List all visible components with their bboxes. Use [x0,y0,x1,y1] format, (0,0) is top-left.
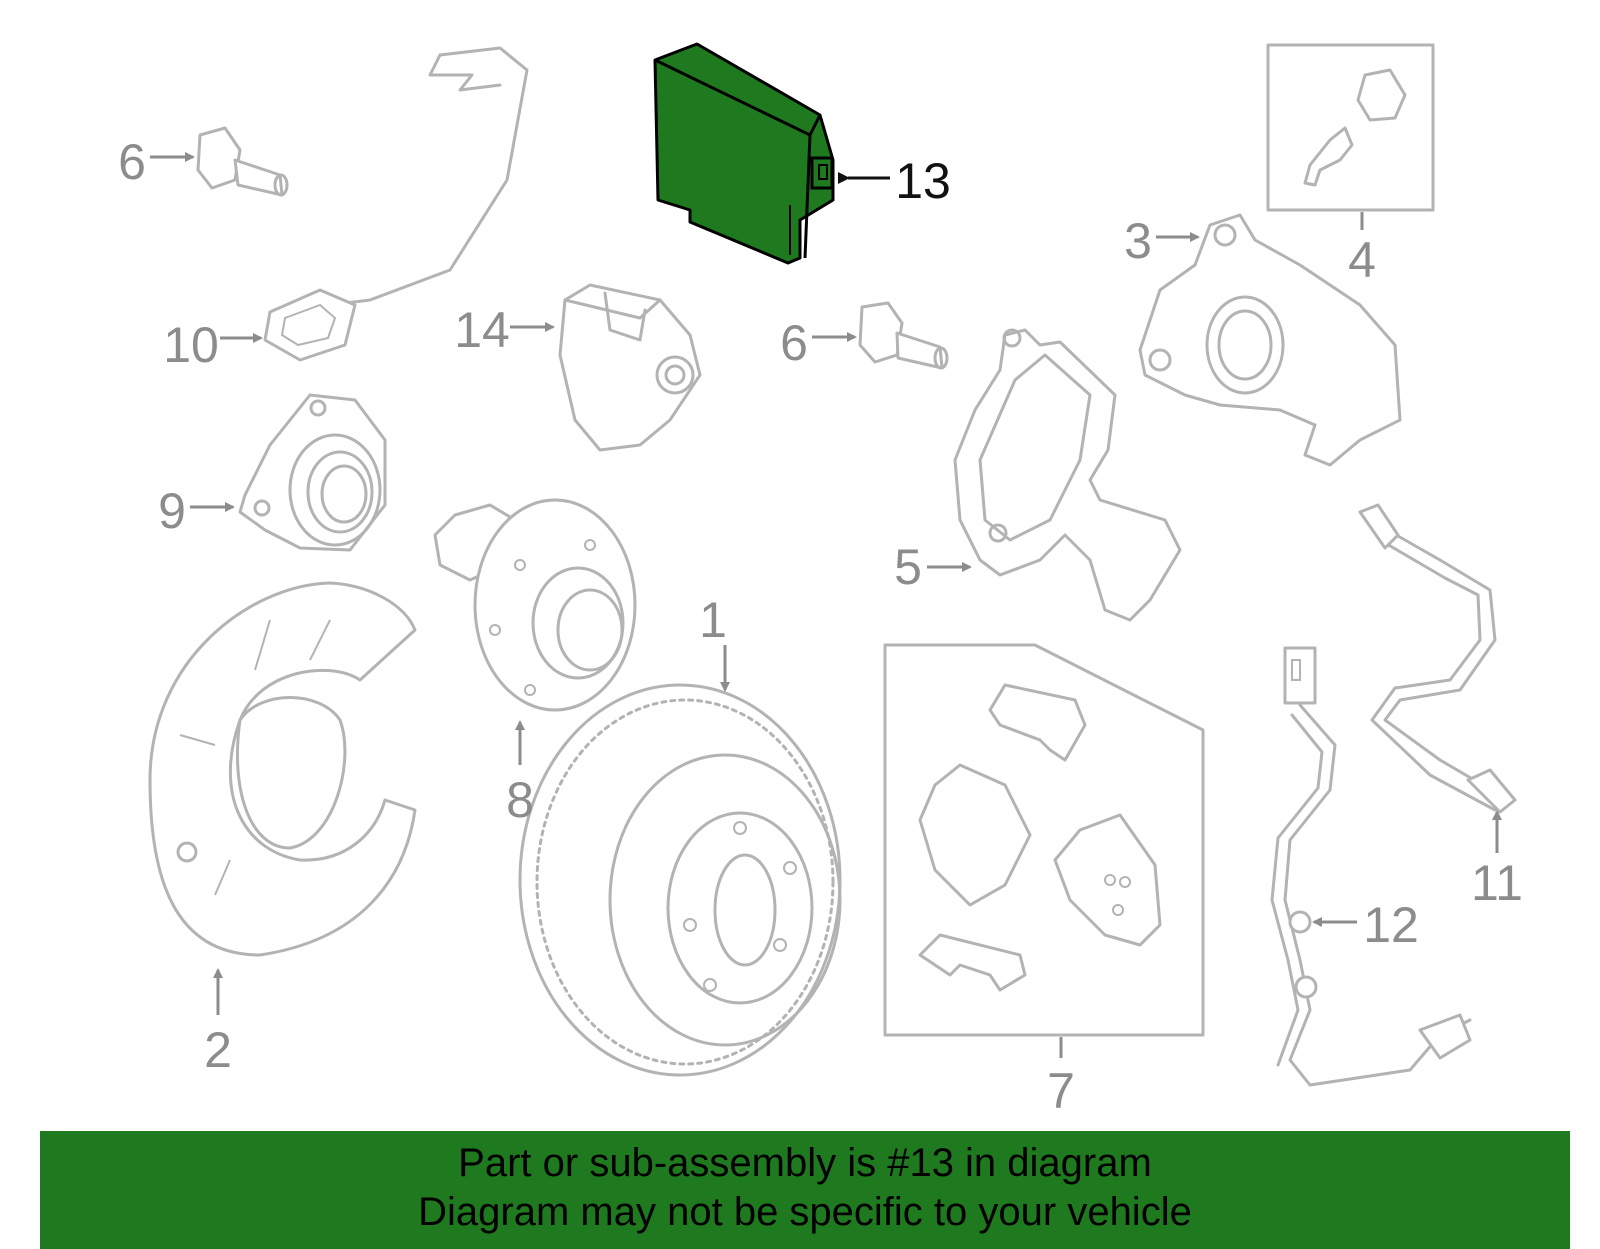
callout-14: 14 [454,302,555,358]
callout-10: 10 [163,317,263,373]
callout-6-left: 6 [118,134,195,190]
banner-line-part-number: Part or sub-assembly is #13 in diagram [458,1141,1152,1185]
callout-12: 12 [1312,897,1419,953]
callout-7: 7 [1047,1037,1075,1119]
svg-text:14: 14 [454,302,510,358]
svg-text:6: 6 [780,315,808,371]
bleeder-kit-part-4[interactable] [1266,43,1435,212]
speed-sensor-part-12[interactable] [1270,646,1472,1087]
callout-1: 1 [699,592,730,692]
dust-shield-part-2[interactable] [148,581,417,957]
bolt-part-6-left[interactable] [196,126,289,197]
info-banner: Part or sub-assembly is #13 in diagram D… [40,1131,1570,1249]
callout-13: 13 [838,153,951,209]
callout-6-right: 6 [780,315,857,371]
svg-text:10: 10 [163,317,219,373]
control-module-part-13[interactable] [653,42,835,265]
banner-line-disclaimer: Diagram may not be specific to your vehi… [418,1190,1192,1234]
bolt-part-6-right[interactable] [858,301,949,370]
brake-pad-kit-part-7[interactable] [883,643,1205,1037]
svg-text:4: 4 [1348,232,1376,288]
caliper-bracket-part-5[interactable] [953,328,1182,622]
svg-text:11: 11 [1471,855,1523,911]
svg-text:13: 13 [895,153,951,209]
callout-11: 11 [1471,810,1523,911]
brake-hose-part-11[interactable] [1358,503,1517,814]
svg-text:2: 2 [204,1022,232,1078]
callout-9: 9 [158,483,235,539]
callout-2: 2 [204,968,232,1078]
svg-text:1: 1 [699,592,727,648]
brake-rotor-part-1[interactable] [518,683,842,1077]
abs-module-part-14[interactable] [558,283,702,452]
callout-4: 4 [1348,212,1376,288]
sensor-wire-part-10[interactable] [263,46,529,362]
callout-5: 5 [894,539,972,595]
svg-text:12: 12 [1363,897,1419,953]
brake-caliper-part-3[interactable] [1138,213,1402,467]
callout-3: 3 [1124,213,1200,269]
wheel-hub-part-8[interactable] [433,498,637,712]
svg-text:9: 9 [158,483,186,539]
svg-text:5: 5 [894,539,922,595]
svg-text:6: 6 [118,134,146,190]
callout-8: 8 [506,720,534,828]
wheel-bearing-part-9[interactable] [238,393,387,552]
svg-text:8: 8 [506,772,534,828]
svg-text:3: 3 [1124,213,1152,269]
svg-text:7: 7 [1047,1063,1075,1119]
